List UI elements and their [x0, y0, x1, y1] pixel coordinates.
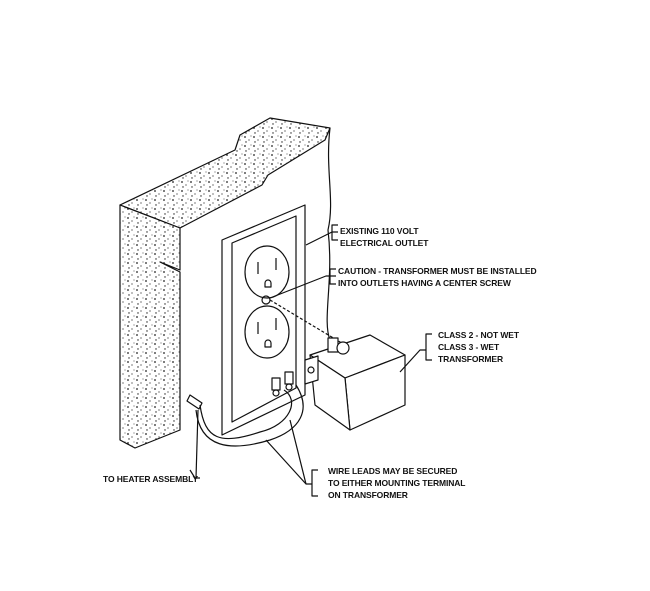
- label-caution: CAUTION - TRANSFORMER MUST BE INSTALLED …: [338, 265, 537, 289]
- wire-lead: [195, 384, 304, 447]
- outlet-plate: [221, 204, 306, 436]
- label-line: CAUTION - TRANSFORMER MUST BE INSTALLED: [338, 266, 537, 276]
- transformer: [304, 334, 406, 431]
- label-line: WIRE LEADS MAY BE SECURED: [328, 466, 458, 476]
- label-line: TRANSFORMER: [438, 354, 504, 364]
- label-line: CLASS 2 - NOT WET: [438, 330, 519, 340]
- wall-face: [326, 127, 332, 341]
- label-existing-outlet: EXISTING 110 VOLT ELECTRICAL OUTLET: [340, 225, 428, 249]
- label-line: CLASS 3 - WET: [438, 342, 500, 352]
- wire-lead: [199, 389, 293, 440]
- leader-lines: [189, 224, 432, 497]
- terminal-screws: [271, 371, 294, 397]
- receptacle-top: [244, 245, 290, 299]
- wall-edge: [119, 204, 181, 449]
- label-line: TO EITHER MOUNTING TERMINAL: [328, 478, 466, 488]
- label-transformer: CLASS 2 - NOT WET CLASS 3 - WET TRANSFOR…: [438, 329, 519, 365]
- receptacle-bottom: [244, 305, 290, 359]
- label-line: ELECTRICAL OUTLET: [340, 238, 429, 248]
- wire-connector: [186, 394, 203, 410]
- label-line: ON TRANSFORMER: [328, 490, 408, 500]
- label-wire-leads: WIRE LEADS MAY BE SECURED TO EITHER MOUN…: [328, 465, 465, 501]
- outlet-plate-inner: [231, 215, 297, 423]
- label-line: EXISTING 110 VOLT: [340, 226, 419, 236]
- label-heater-assembly: TO HEATER ASSEMBLY: [103, 474, 199, 484]
- label-line: INTO OUTLETS HAVING A CENTER SCREW: [338, 278, 511, 288]
- wall-top-slab: [119, 117, 331, 229]
